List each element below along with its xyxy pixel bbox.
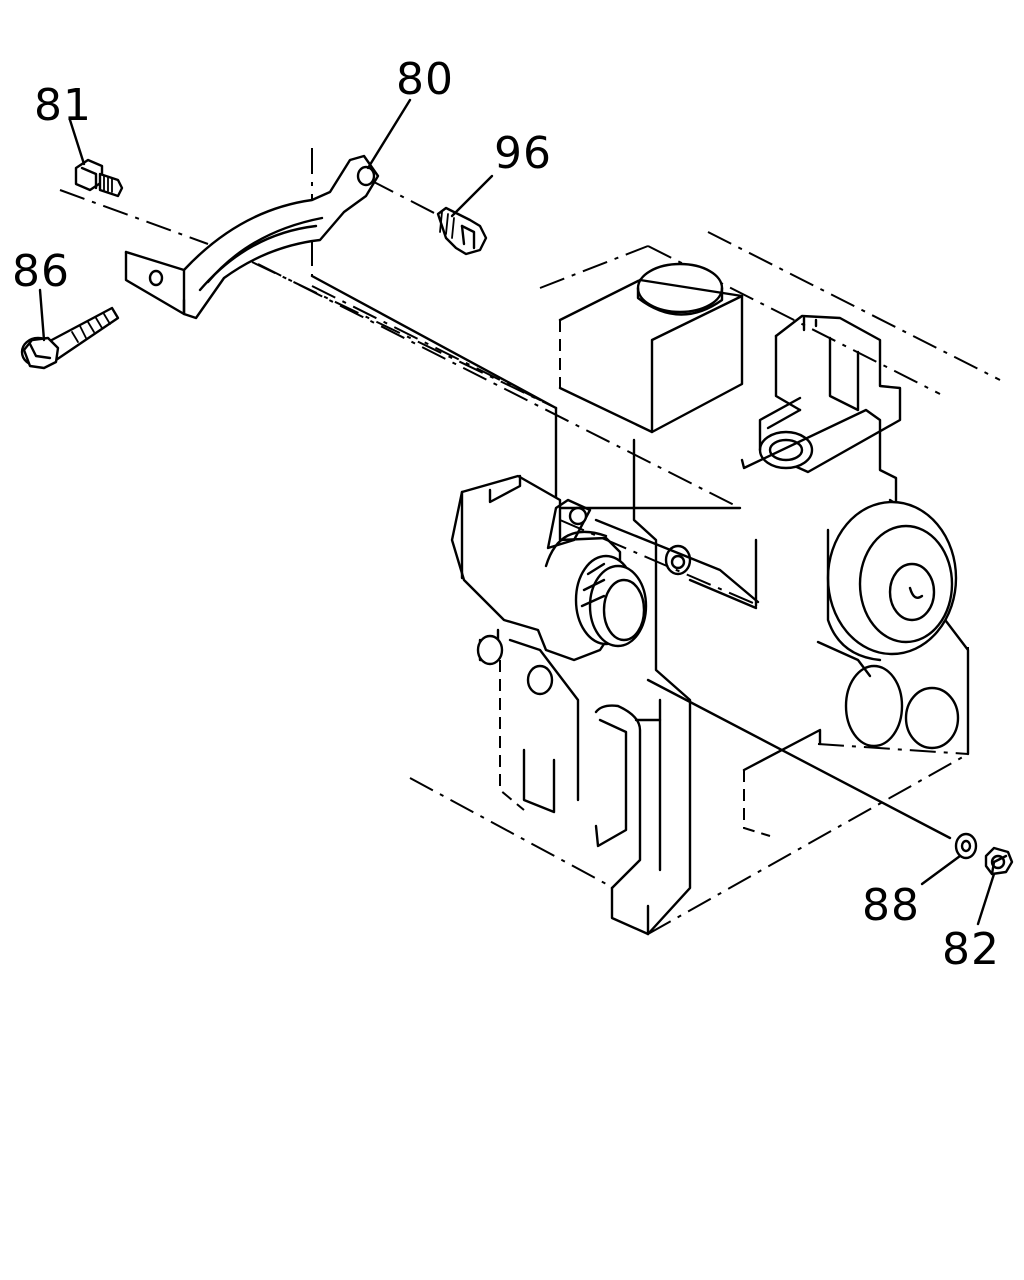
oil-filler-cap	[636, 262, 724, 316]
bolt-86	[20, 306, 120, 370]
callout-96: 96	[494, 128, 552, 179]
injection-pump	[450, 474, 648, 662]
callout-88: 88	[862, 880, 920, 931]
callout-82: 82	[942, 924, 1000, 975]
callout-80: 80	[396, 54, 454, 105]
bolt-96	[436, 206, 488, 256]
water-pump-pulley	[826, 500, 958, 662]
leader-lines	[59, 148, 952, 840]
callout-86: 86	[12, 246, 70, 297]
adjusting-bracket	[124, 154, 380, 320]
nut-82	[984, 846, 1014, 876]
callout-81: 81	[34, 80, 92, 131]
bolt-81	[74, 158, 124, 198]
callout-leaders	[38, 98, 996, 926]
washer-88	[954, 832, 978, 860]
engine-block	[257, 231, 1001, 936]
